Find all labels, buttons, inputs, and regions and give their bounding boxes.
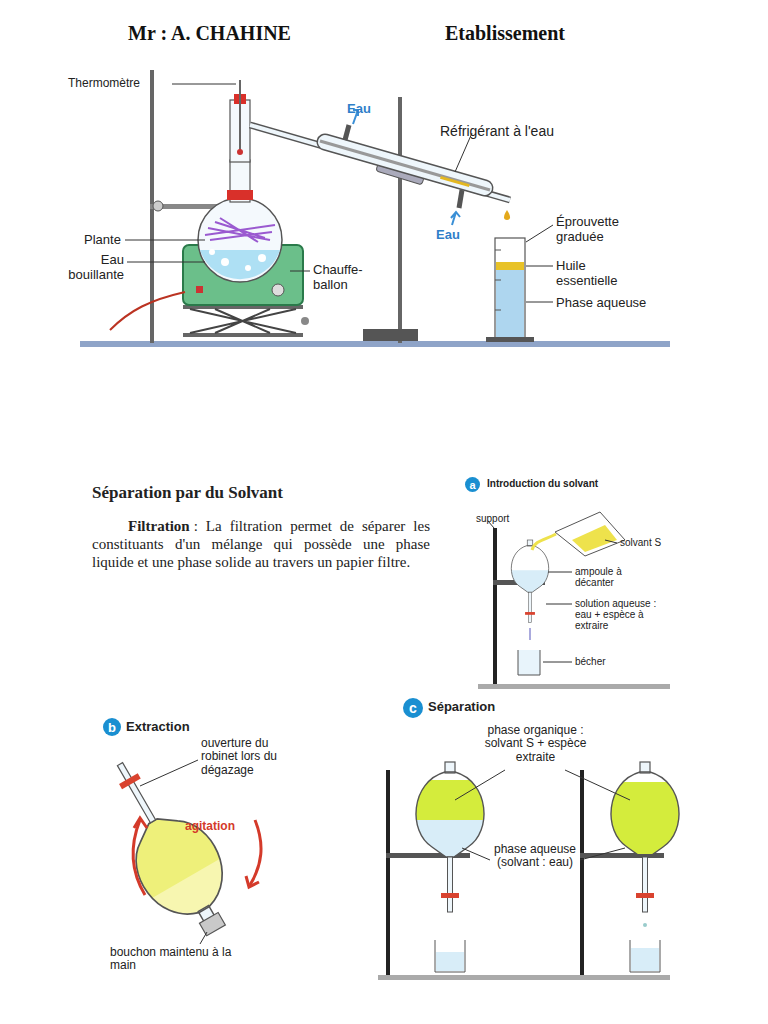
water-label: Eau <box>436 228 460 243</box>
part-label: Phase aqueuse <box>556 296 646 311</box>
part-label: phase organique : solvant S + espèce ext… <box>468 724 603 764</box>
part-label: Huile essentielle <box>556 259 648 288</box>
panel-a-figure <box>478 512 670 689</box>
part-label: Eau bouillante <box>50 253 124 282</box>
badge-letter: b <box>108 720 116 735</box>
term: Filtration <box>128 518 190 534</box>
part-label: phase aqueuse (solvant : eau) <box>490 843 580 870</box>
badge-letter: c <box>409 700 417 716</box>
panel-c-figure <box>378 762 685 980</box>
panel-badge: a <box>465 477 480 492</box>
part-label: Chauffe-ballon <box>313 263 373 292</box>
part-label: Éprouvette graduée <box>556 215 648 244</box>
panel-heading: Séparation <box>428 700 495 715</box>
motion-label: agitation <box>185 820 235 833</box>
part-label: support <box>476 513 509 524</box>
badge-letter: a <box>469 479 475 491</box>
part-label: ouverture du robinet lors du dégazage <box>201 737 281 777</box>
part-label: Thermomètre <box>68 77 140 90</box>
distillation-apparatus <box>80 70 670 347</box>
part-label: Réfrigérant à l'eau <box>440 124 554 140</box>
part-label: bécher <box>575 656 606 667</box>
panel-badge: c <box>403 698 423 718</box>
water-label: Eau <box>347 102 371 117</box>
part-label: Plante <box>84 233 121 248</box>
part-label: bouchon maintenu à la main <box>110 946 245 973</box>
part-label: solvant S <box>620 537 661 548</box>
panel-heading: Introduction du solvant <box>487 478 598 489</box>
part-label: solution aqueuse : eau + espèce à extrai… <box>575 598 665 632</box>
panel-heading: Extraction <box>126 720 190 735</box>
section-heading: Séparation par du Solvant <box>92 483 283 502</box>
definition-paragraph: Filtration: La filtration permet de sépa… <box>92 517 430 571</box>
panel-badge: b <box>103 718 121 736</box>
school: Etablissement <box>445 22 565 44</box>
author: Mr : A. CHAHINE <box>128 22 291 44</box>
part-label: ampoule à décanter <box>575 566 645 588</box>
